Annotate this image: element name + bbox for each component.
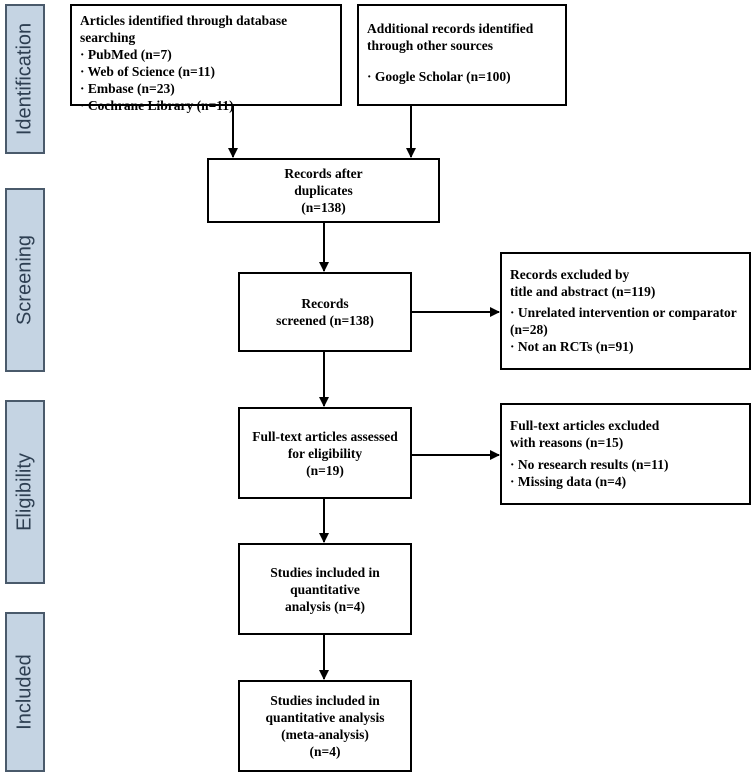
meta-line-2: quantitative analysis xyxy=(265,710,385,725)
records-after-duplicates-box: Records after duplicates (n=138) xyxy=(207,158,440,223)
quantitative-line-1: Studies included in xyxy=(270,564,380,580)
quantitative-line-2: quantitative xyxy=(290,581,360,597)
excluded-line-2: title and abstract (n=119) xyxy=(510,284,656,299)
fulltext-excluded-line-2: with reasons (n=15) xyxy=(510,435,624,450)
other-sources-line-3: · Google Scholar (n=100) xyxy=(367,69,511,84)
phase-screening: Screening xyxy=(5,188,45,372)
screened-line-2: screened (n=138) xyxy=(276,313,374,328)
meta-line-3: (meta-analysis) xyxy=(281,727,369,742)
fulltext-excluded-line-1: Full-text articles excluded xyxy=(510,418,660,433)
screened-line-1: Records xyxy=(301,296,349,311)
database-line-3: · PubMed (n=7) xyxy=(80,47,172,62)
phase-identification: Identification xyxy=(5,4,45,154)
database-line-4: · Web of Science (n=11) xyxy=(80,64,215,79)
meta-line-4: (n=4) xyxy=(309,744,341,759)
fulltext-assessed-box: Full-text articles assessed for eligibil… xyxy=(238,407,412,499)
quantitative-analysis-box: Studies included in quantitative analysi… xyxy=(238,543,412,635)
excluded-line-3: · Unrelated intervention or comparator xyxy=(510,305,737,320)
quantitative-line-3: analysis (n=4) xyxy=(284,598,366,614)
database-line-5: · Embase (n=23) xyxy=(80,81,175,96)
excluded-line-5: · Not an RCTs (n=91) xyxy=(510,339,634,354)
database-line-2: searching xyxy=(80,30,136,45)
fulltext-excluded-line-3: · No research results (n=11) xyxy=(510,457,669,472)
other-sources-box: Additional records identified through ot… xyxy=(357,4,567,106)
other-sources-line-2: through other sources xyxy=(367,38,494,53)
assessed-line-1: Full-text articles assessed xyxy=(252,428,398,444)
after-duplicates-line-1: Records after xyxy=(284,166,363,181)
phase-eligibility: Eligibility xyxy=(5,400,45,584)
database-search-box: Articles identified through database sea… xyxy=(70,4,342,113)
excluded-line-4: (n=28) xyxy=(510,322,548,337)
records-excluded-box: Records excluded by title and abstract (… xyxy=(500,252,751,370)
fulltext-excluded-line-4: · Missing data (n=4) xyxy=(510,474,627,489)
meta-line-1: Studies included in xyxy=(270,693,380,708)
excluded-line-1: Records excluded by xyxy=(510,267,630,282)
other-sources-line-1: Additional records identified xyxy=(367,21,534,36)
records-screened-box: Records screened (n=138) xyxy=(238,272,412,352)
phase-included: Included xyxy=(5,612,45,772)
after-duplicates-line-3: (n=138) xyxy=(301,200,346,215)
assessed-line-3: (n=19) xyxy=(306,462,344,478)
meta-analysis-box: Studies included in quantitative analysi… xyxy=(238,680,412,772)
after-duplicates-line-2: duplicates xyxy=(294,183,353,198)
database-line-1: Articles identified through database xyxy=(80,13,288,28)
database-line-6: · Cochrane Library (n=11) xyxy=(80,98,234,113)
fulltext-excluded-box: Full-text articles excluded with reasons… xyxy=(500,403,751,505)
assessed-line-2: for eligibility xyxy=(287,445,363,461)
